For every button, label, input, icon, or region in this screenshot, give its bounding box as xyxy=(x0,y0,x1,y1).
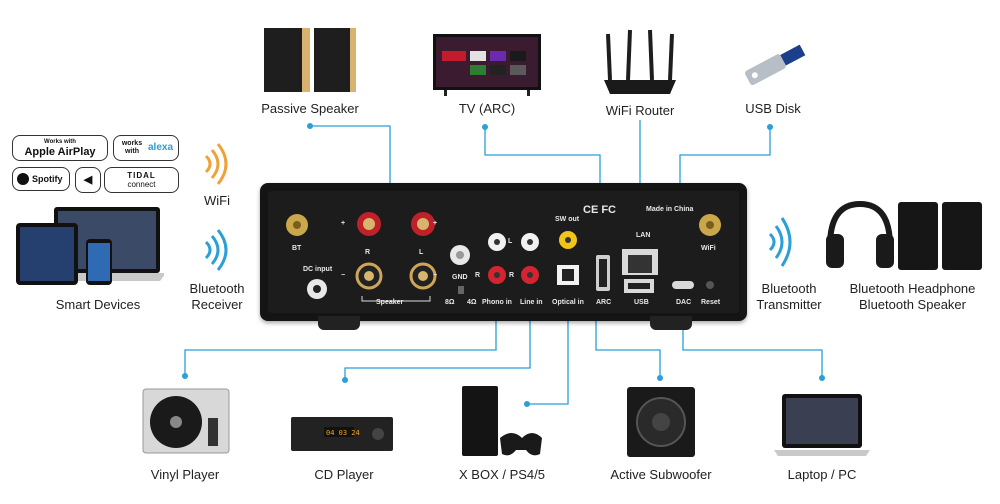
usb-disk-icon xyxy=(745,44,806,86)
amp-foot-right xyxy=(650,316,692,330)
tidal-badge-label: connect xyxy=(127,180,156,189)
panel-8ohm: 8Ω xyxy=(445,299,455,306)
panel-dac: DAC xyxy=(676,299,692,306)
passive-speaker-label: Passive Speaker xyxy=(261,101,359,116)
laptop-pc-label: Laptop / PC xyxy=(787,467,857,482)
panel-plus-right: + xyxy=(433,220,438,227)
laptop-pc-icon xyxy=(774,394,870,456)
spotify-icon xyxy=(17,173,29,185)
alexa-badge-top: works with xyxy=(121,140,143,155)
amp-foot-left xyxy=(318,316,360,330)
alexa-badge: works with alexa xyxy=(113,135,179,161)
usb-disk-label: USB Disk xyxy=(745,101,801,116)
panel-sw-out: SW out xyxy=(555,216,580,223)
headphone-speaker-icon xyxy=(826,200,982,270)
amplifier-panel-face xyxy=(268,191,739,313)
wifi-label: WiFi xyxy=(204,193,230,208)
bluetooth-transmitter-waves-icon xyxy=(768,217,792,267)
panel-l-speaker: L xyxy=(419,249,424,256)
panel-minus-right: − xyxy=(433,272,438,279)
tv-icon xyxy=(433,34,541,96)
active-subwoofer-icon xyxy=(627,387,695,457)
spotify-badge: Spotify xyxy=(12,167,70,191)
panel-optical-in: Optical in xyxy=(552,299,584,306)
panel-r-phono: R xyxy=(475,272,481,279)
tidal-badge: TIDAL connect xyxy=(104,167,179,193)
panel-speaker: Speaker xyxy=(376,299,404,306)
airplay-badge-top: Works with xyxy=(44,138,76,145)
spotify-badge-label: Spotify xyxy=(32,174,63,184)
speaker-icon: ◀ xyxy=(83,174,93,186)
wifi-waves-icon xyxy=(204,143,228,185)
panel-arc: ARC xyxy=(596,299,612,306)
alexa-badge-label: alexa xyxy=(147,142,174,153)
active-subwoofer-label: Active Subwoofer xyxy=(610,467,712,482)
panel-connectors xyxy=(286,212,721,302)
bluetooth-receiver-waves-icon xyxy=(204,229,228,271)
passive-speaker-icon xyxy=(264,28,356,92)
bluetooth-transmitter-label: Bluetooth Transmitter xyxy=(748,281,830,313)
panel-plus-left: + xyxy=(341,220,346,227)
panel-lan: LAN xyxy=(636,232,651,239)
panel-cert: CE FC xyxy=(583,204,616,216)
panel-bt: BT xyxy=(292,245,302,252)
speaker-badge: ◀ xyxy=(75,167,101,193)
panel-wifi: WiFi xyxy=(701,245,716,252)
xbox-ps-label: X BOX / PS4/5 xyxy=(459,467,545,482)
panel-made-in: Made in China xyxy=(646,206,694,213)
bluetooth-receiver-text: Bluetooth Receiver xyxy=(189,281,245,312)
wifi-router-icon xyxy=(604,29,676,94)
panel-gnd: GND xyxy=(452,274,468,281)
tv-arc-label: TV (ARC) xyxy=(458,101,516,116)
svg-text:04 03 24: 04 03 24 xyxy=(326,429,360,437)
airplay-badge: Works with Apple AirPlay xyxy=(12,135,108,161)
panel-phono-in: Phono in xyxy=(482,299,512,306)
smart-devices-icon xyxy=(16,207,164,285)
panel-l-phono: L xyxy=(508,238,513,245)
panel-dc-input: DC input xyxy=(303,266,333,273)
cd-player-label: CD Player xyxy=(314,467,374,482)
panel-r-line: R xyxy=(509,272,515,279)
panel-r-speaker: R xyxy=(365,249,371,256)
wifi-router-label: WiFi Router xyxy=(605,103,675,118)
panel-minus-left: − xyxy=(341,272,346,279)
panel-4ohm: 4Ω xyxy=(467,299,477,306)
bluetooth-headphone-text: Bluetooth Headphone Bluetooth Speaker xyxy=(849,281,976,312)
panel-usb: USB xyxy=(634,299,649,306)
airplay-badge-label: Apple AirPlay xyxy=(24,145,96,158)
bluetooth-transmitter-text: Bluetooth Transmitter xyxy=(756,281,822,312)
vinyl-player-icon xyxy=(142,388,230,454)
cd-player-icon: 04 03 24 xyxy=(291,417,393,451)
amplifier-rear-panel xyxy=(260,183,747,321)
vinyl-player-label: Vinyl Player xyxy=(150,467,220,482)
bluetooth-receiver-label: Bluetooth Receiver xyxy=(180,281,254,313)
xbox-ps-icon xyxy=(462,386,542,456)
panel-reset: Reset xyxy=(701,299,721,306)
panel-line-in: Line in xyxy=(520,299,543,306)
tidal-badge-top: TIDAL xyxy=(127,171,156,180)
bluetooth-headphone-label: Bluetooth Headphone Bluetooth Speaker xyxy=(845,281,980,313)
smart-devices-label: Smart Devices xyxy=(55,297,141,312)
